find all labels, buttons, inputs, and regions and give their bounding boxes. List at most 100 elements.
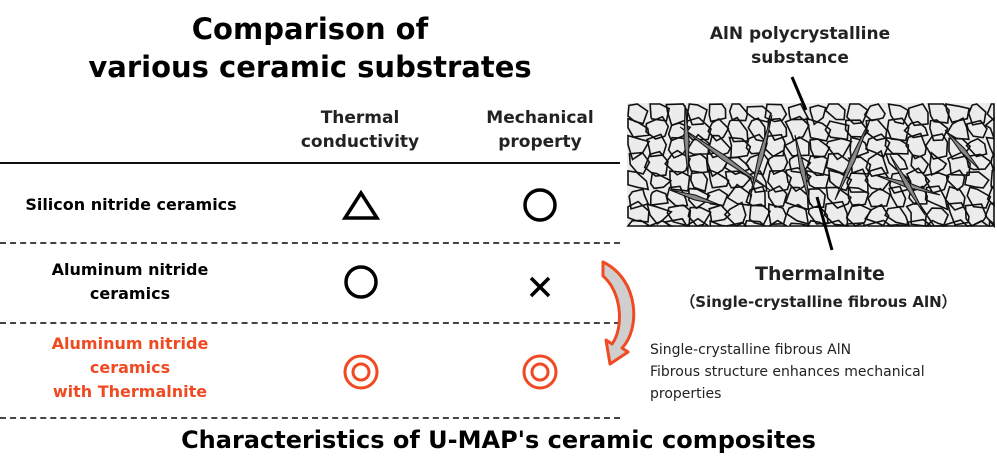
grain [765,219,790,227]
label-thermalnite: Thermalnite [755,263,885,285]
grain [685,217,711,227]
grain [645,115,670,140]
grain [887,103,910,125]
grain [627,170,650,191]
row-label-line: ceramics [89,358,171,377]
grain [906,218,934,227]
grain [805,117,832,142]
grain [927,103,950,124]
leader-line [790,76,808,111]
grain [924,133,949,160]
grain [928,151,948,177]
fiber [889,154,926,216]
double-circle-icon [522,354,558,390]
grain [905,132,927,160]
grain [708,204,732,223]
grain [686,103,708,126]
fiber [679,126,771,191]
grain [929,119,949,142]
row-divider [0,242,620,244]
grain [984,116,995,140]
grain [825,152,852,175]
grain [988,218,995,227]
fiber [669,189,721,206]
grain [845,203,872,227]
grain [649,103,671,122]
row-label-line: with Thermalnite [52,382,208,401]
row-label-aluminum-nitride: Aluminum nitride ceramics [0,258,260,306]
grain [766,169,793,193]
circle-icon [344,265,378,299]
label-aln-polycrystalline: AlN polycrystalline substance [680,22,920,70]
grain [907,103,929,127]
curved-arrow-icon [601,260,636,366]
grain [688,187,711,210]
grain [824,103,846,121]
grain [707,168,730,189]
caption: Characteristics of U-MAP's ceramic compo… [181,426,816,454]
grain [783,136,810,157]
grain [728,136,752,159]
grain [627,117,650,138]
table-header-rule [0,162,620,164]
grain [708,103,727,123]
grain [846,168,869,193]
grain [867,187,891,208]
grain [944,103,971,124]
grain [965,137,988,158]
row-divider [0,322,620,324]
grain [649,171,673,190]
grain [726,183,753,207]
grain [723,156,750,176]
header-line: Mechanical [486,108,594,128]
grain [784,115,810,142]
grain [745,185,766,207]
grain [806,219,829,227]
grain [627,103,649,125]
grain [903,120,929,139]
grain [724,170,753,189]
grain [966,220,991,227]
microstructure-figure [626,76,995,251]
grain [645,220,675,227]
fiber [749,114,773,198]
grain [745,170,768,194]
grain [687,206,712,227]
grain [665,103,689,127]
circle-icon [523,188,557,222]
grain [967,103,987,126]
grain [990,166,995,190]
grain [767,149,789,176]
grain [863,103,886,122]
grain [985,136,995,157]
grain [664,149,692,176]
grain [627,200,650,223]
grain [825,137,853,161]
grain [689,169,709,193]
grain [965,119,988,139]
grain [764,103,788,123]
header-line: Thermal [320,108,400,128]
label-line: AlN polycrystalline [709,24,891,44]
row-label-line: Silicon nitride ceramics [25,195,237,214]
row-label-line: Aluminum nitride [51,334,209,353]
grain [844,222,867,227]
cross-icon [529,276,551,298]
grain [649,189,669,206]
grain [847,186,870,208]
fiber [834,119,871,201]
description: Single-crystalline fibrous AlN Fibrous s… [650,339,995,405]
row-label-line: Aluminum nitride [51,260,209,279]
grain [785,167,812,193]
grain [827,169,853,192]
grain [965,153,992,171]
grain [963,171,990,189]
grain [886,224,908,227]
label-line: substance [751,48,849,68]
grain [809,104,827,126]
grain [669,170,691,192]
grain [628,151,651,175]
grain [924,172,950,194]
